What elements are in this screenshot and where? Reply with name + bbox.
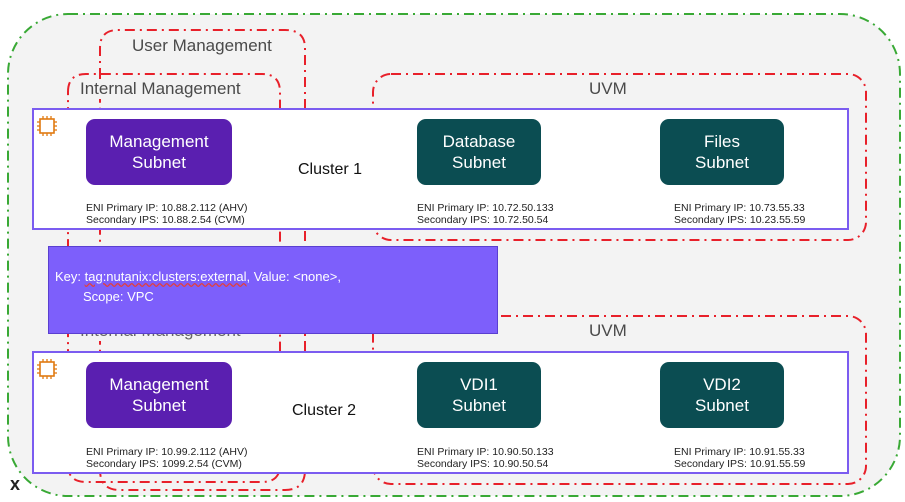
key-line-1: Key: tag:nutanix:clusters:external, Valu… [55, 267, 497, 287]
close-x-icon[interactable]: x [10, 474, 21, 494]
ip-info-vdi1: ENI Primary IP: 10.90.50.133 Secondary I… [417, 446, 554, 470]
chip-icon [37, 116, 57, 136]
secondary-ips: Secondary IPS: 10.88.2.54 (CVM) [86, 214, 245, 226]
ip-info-management-2: ENI Primary IP: 10.99.2.112 (AHV) Second… [86, 446, 247, 470]
subnet-line1: VDI1 [460, 375, 498, 394]
secondary-ips: Secondary IPS: 1099.2.54 (CVM) [86, 458, 242, 470]
subnet-line2: Subnet [695, 153, 749, 172]
primary-ip: ENI Primary IP: 10.90.50.133 [417, 446, 554, 458]
vdi1-subnet: VDI1 Subnet [417, 362, 541, 428]
cluster-2-box: Management Subnet Cluster 2 VDI1 Subnet … [32, 351, 849, 474]
ip-info-files: ENI Primary IP: 10.73.55.33 Secondary IP… [674, 202, 805, 226]
uvm-label-top: UVM [585, 79, 631, 99]
internal-management-zone [67, 73, 281, 483]
management-subnet-cluster-2: Management Subnet [86, 362, 232, 428]
subnet-line2: Subnet [452, 153, 506, 172]
primary-ip: ENI Primary IP: 10.88.2.112 (AHV) [86, 202, 248, 214]
files-subnet: Files Subnet [660, 119, 784, 185]
subnet-line1: Management [109, 132, 209, 151]
secondary-ips: Secondary IPS: 10.90.50.54 [417, 458, 549, 470]
secondary-ips: Secondary IPS: 10.91.55.59 [674, 458, 806, 470]
primary-ip: ENI Primary IP: 10.99.2.112 (AHV) [86, 446, 248, 458]
ip-info-management-1: ENI Primary IP: 10.88.2.112 (AHV) Second… [86, 202, 247, 226]
subnet-line2: Subnet [132, 153, 186, 172]
subnet-line2: Subnet [132, 396, 186, 415]
uvm-label-bottom: UVM [585, 321, 631, 341]
management-subnet-cluster-1: Management Subnet [86, 119, 232, 185]
secondary-ips: Secondary IPS: 10.23.55.59 [674, 214, 806, 226]
primary-ip: ENI Primary IP: 10.73.55.33 [674, 202, 805, 214]
subnet-line2: Subnet [452, 396, 506, 415]
key-suffix: , Value: <none>, [246, 269, 341, 284]
internal-management-label: Internal Management [76, 79, 245, 99]
database-subnet: Database Subnet [417, 119, 541, 185]
subnet-line1: Database [442, 132, 516, 151]
primary-ip: ENI Primary IP: 10.72.50.133 [417, 202, 554, 214]
key-prefix: Key: [55, 269, 85, 284]
secondary-ips: Secondary IPS: 10.72.50.54 [417, 214, 549, 226]
ip-info-database: ENI Primary IP: 10.72.50.133 Secondary I… [417, 202, 554, 226]
cluster-2-title: Cluster 2 [292, 402, 357, 419]
primary-ip: ENI Primary IP: 10.91.55.33 [674, 446, 805, 458]
cluster-1-title: Cluster 1 [298, 161, 363, 178]
tag-key-box: Key: tag:nutanix:clusters:external, Valu… [48, 246, 498, 334]
vdi2-subnet: VDI2 Subnet [660, 362, 784, 428]
subnet-line1: Management [109, 375, 209, 394]
ip-info-vdi2: ENI Primary IP: 10.91.55.33 Secondary IP… [674, 446, 805, 470]
subnet-line1: VDI2 [703, 375, 741, 394]
user-management-label: User Management [128, 36, 276, 56]
subnet-line2: Subnet [695, 396, 749, 415]
chip-icon [37, 359, 57, 379]
key-line-2: Scope: VPC [83, 289, 154, 304]
cluster-1-box: Management Subnet Cluster 1 Database Sub… [32, 108, 849, 230]
subnet-line1: Files [704, 132, 740, 151]
key-tag: tag:nutanix:clusters:external [84, 269, 247, 284]
